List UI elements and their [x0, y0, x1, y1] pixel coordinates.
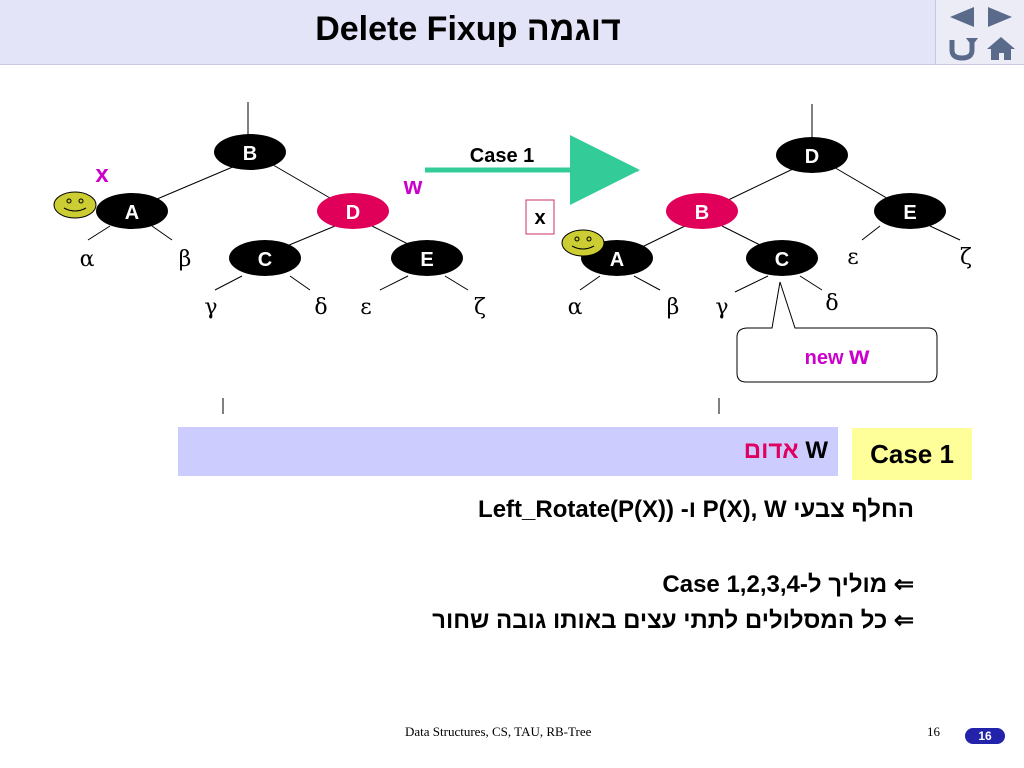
leaf-gamma: γ [204, 295, 217, 320]
x-box [525, 199, 555, 235]
node-label: D [346, 202, 360, 224]
smiley-icon [561, 229, 605, 257]
left-node-D: D [317, 193, 389, 229]
new-w-callout: new w [736, 281, 938, 383]
leaf-beta: β [179, 247, 192, 272]
leaf-alpha: α [568, 295, 583, 320]
step-leads-to: ⇐ מוליך ל-Case 1,2,3,4 [662, 570, 914, 599]
leaf-delta: δ [314, 295, 327, 320]
case-box: Case 1 [852, 428, 972, 480]
leaf-beta: β [667, 295, 680, 320]
footer: Data Structures, CS, TAU, RB-Tree 16 [0, 724, 1024, 744]
condition-red-word: אדום [743, 437, 799, 464]
w-pointer-label: w [403, 173, 423, 200]
triangle-right-icon[interactable] [982, 4, 1018, 30]
implies-arrow-icon: ⇐ [893, 571, 914, 598]
node-label: B [243, 143, 257, 165]
footer-text: Data Structures, CS, TAU, RB-Tree [405, 724, 592, 739]
right-node-B: B [666, 193, 738, 229]
left-node-A: A [96, 193, 168, 229]
smiley-icon [53, 191, 97, 219]
transition-label: Case 1 [470, 145, 535, 167]
implies-arrow-icon: ⇐ [893, 607, 914, 634]
step-black-height: ⇐ כל המסלולים לתתי עצים באותו גובה שחור [432, 606, 914, 635]
right-node-E: E [874, 193, 946, 229]
x-box-label: x [534, 207, 545, 229]
step-text: מוליך ל- [799, 571, 888, 598]
navigation-panel [935, 0, 1024, 64]
step-text: כל המסלולים לתתי עצים באותו גובה שחור [432, 607, 888, 634]
right-leaves: α β γ δ ε ζ [568, 245, 972, 320]
node-label: A [610, 249, 624, 271]
step-cases: Case 1,2,3,4 [662, 571, 800, 598]
node-label: B [695, 202, 709, 224]
return-arrow-icon[interactable] [944, 34, 980, 62]
step-px: P(X), W [702, 496, 787, 523]
leaf-delta: δ [825, 291, 838, 316]
x-pointer-label: x [95, 161, 109, 188]
step-and: ו- [680, 496, 696, 523]
condition-w: W [805, 437, 828, 464]
leaf-alpha: α [80, 247, 95, 272]
node-label: A [125, 202, 139, 224]
leaf-epsilon: ε [360, 295, 371, 320]
node-label: E [903, 202, 916, 224]
step-text: החלף צבעי [793, 496, 914, 523]
footer-page-number: 16 [927, 724, 940, 739]
leaf-epsilon: ε [847, 245, 858, 270]
left-node-B: B [214, 134, 286, 170]
node-label: E [420, 249, 433, 271]
header-bar: Delete Fixup דוגמה [0, 0, 1024, 65]
condition-text: אדום W [744, 437, 828, 465]
condition-bar: אדום W [178, 427, 838, 476]
left-tree-edges [87, 102, 469, 291]
home-icon[interactable] [984, 34, 1018, 62]
left-leaves: α β γ δ ε ζ [80, 247, 486, 320]
node-label: C [258, 249, 272, 271]
new-w-text: new w [805, 340, 870, 370]
step-rotate: Left_Rotate(P(X)) [478, 496, 675, 523]
leaf-zeta: ζ [474, 295, 486, 320]
node-label: C [775, 249, 789, 271]
left-node-E: E [391, 240, 463, 276]
right-node-D: D [776, 137, 848, 173]
rb-tree-diagram: B A D C E x w α β γ δ ε ζ Case 1 x [53, 102, 972, 414]
triangle-left-icon[interactable] [944, 4, 980, 30]
leaf-zeta: ζ [960, 245, 972, 270]
left-node-C: C [229, 240, 301, 276]
right-tree-edges [579, 104, 961, 293]
right-node-C: C [746, 240, 818, 276]
leaf-gamma: γ [715, 295, 728, 320]
step-swap-colors: החלף צבעי P(X), W ו- Left_Rotate(P(X)) [478, 496, 914, 524]
slide-title: Delete Fixup דוגמה [315, 10, 621, 48]
node-label: D [805, 146, 819, 168]
page-badge[interactable]: 16 [965, 728, 1005, 744]
